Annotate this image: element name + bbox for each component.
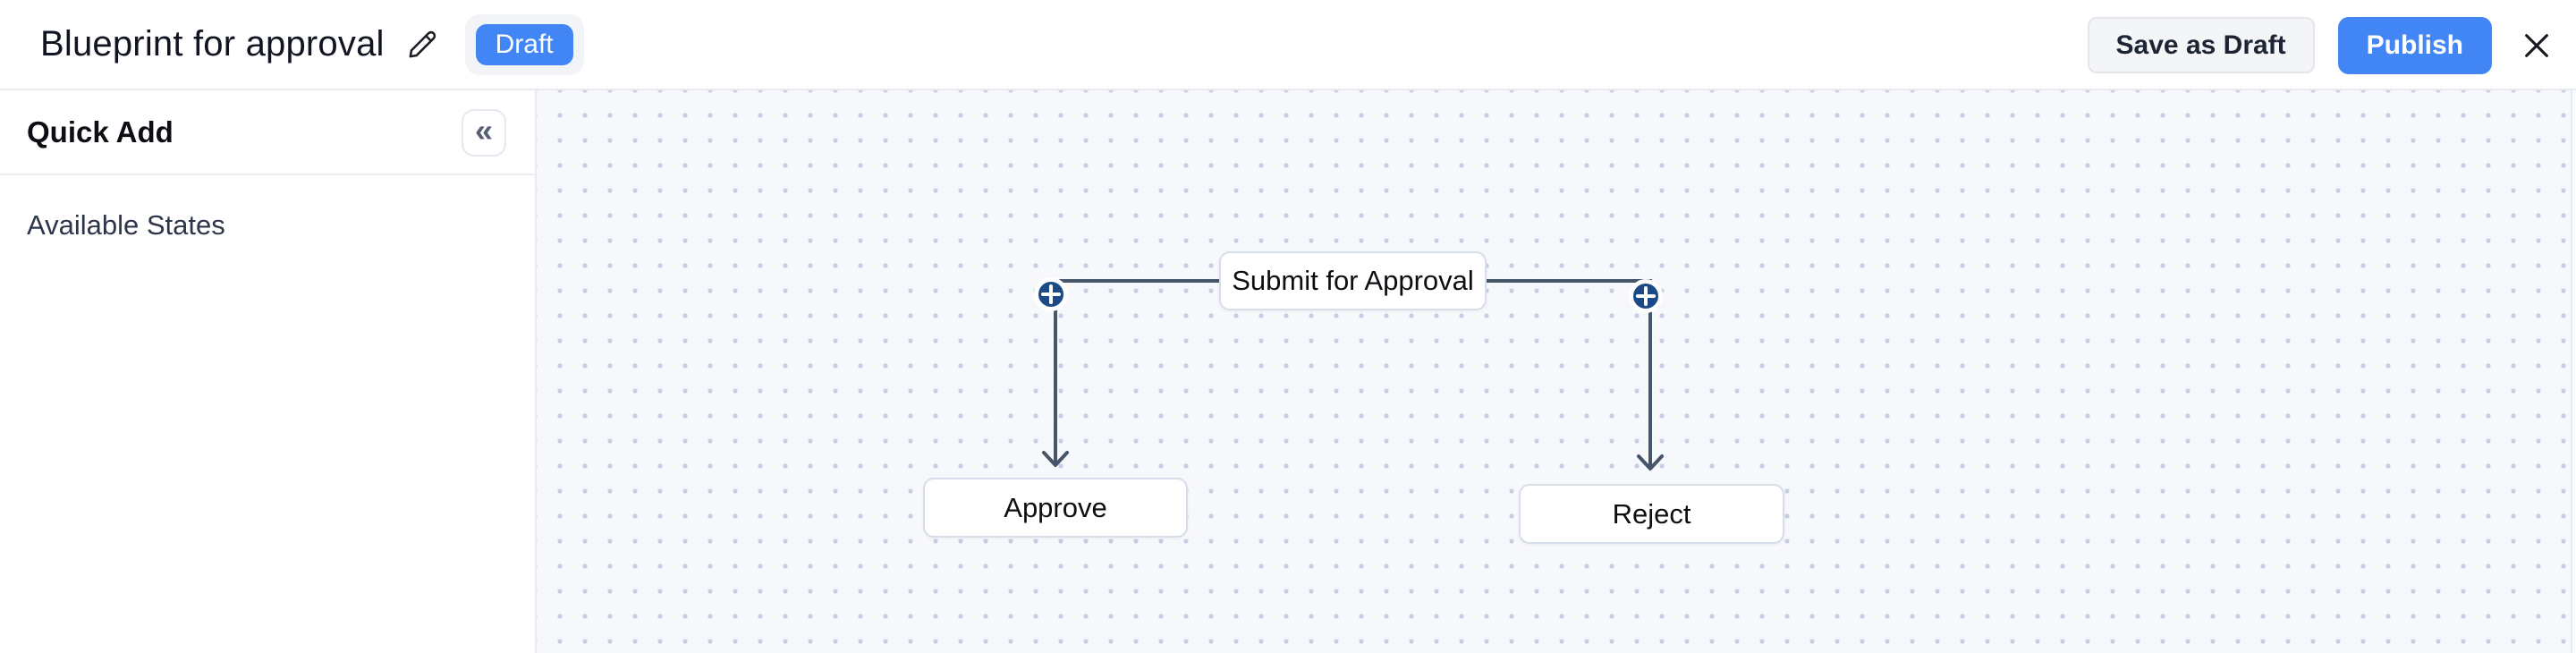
- pencil-icon: [409, 30, 436, 57]
- save-as-draft-button[interactable]: Save as Draft: [2087, 17, 2315, 73]
- status-badge: Draft: [475, 23, 573, 65]
- edit-title-button[interactable]: [404, 27, 440, 63]
- add-transition-right-plus-button[interactable]: [1629, 279, 1663, 313]
- canvas-scrollbar[interactable]: [2571, 90, 2576, 653]
- publish-button[interactable]: Publish: [2337, 16, 2492, 74]
- node-submit-for-approval[interactable]: Submit for Approval: [1219, 251, 1487, 310]
- node-label: Submit for Approval: [1232, 265, 1474, 296]
- header-actions: Save as Draft Publish: [2087, 0, 2576, 90]
- node-label: Reject: [1612, 497, 1691, 530]
- node-reject[interactable]: Reject: [1519, 484, 1784, 544]
- sidebar-title: Quick Add: [27, 114, 174, 148]
- page-title: Blueprint for approval: [40, 24, 385, 64]
- node-label: Approve: [1004, 491, 1107, 523]
- workflow-canvas[interactable]: [537, 90, 2576, 653]
- status-badge-container: Draft: [464, 13, 584, 75]
- sidebar-header: Quick Add «: [0, 90, 535, 175]
- close-icon: [2525, 33, 2548, 57]
- add-transition-left-plus-button[interactable]: [1034, 277, 1068, 311]
- available-states-label: Available States: [27, 209, 225, 241]
- chevrons-left-icon: «: [474, 111, 494, 148]
- header-bar: Blueprint for approval Draft Save as Dra…: [0, 0, 2576, 90]
- close-editor-button[interactable]: [2515, 24, 2558, 67]
- node-approve[interactable]: Approve: [923, 478, 1188, 538]
- quick-add-sidebar: Quick Add « Available States: [0, 90, 537, 653]
- collapse-sidebar-button[interactable]: «: [462, 109, 506, 157]
